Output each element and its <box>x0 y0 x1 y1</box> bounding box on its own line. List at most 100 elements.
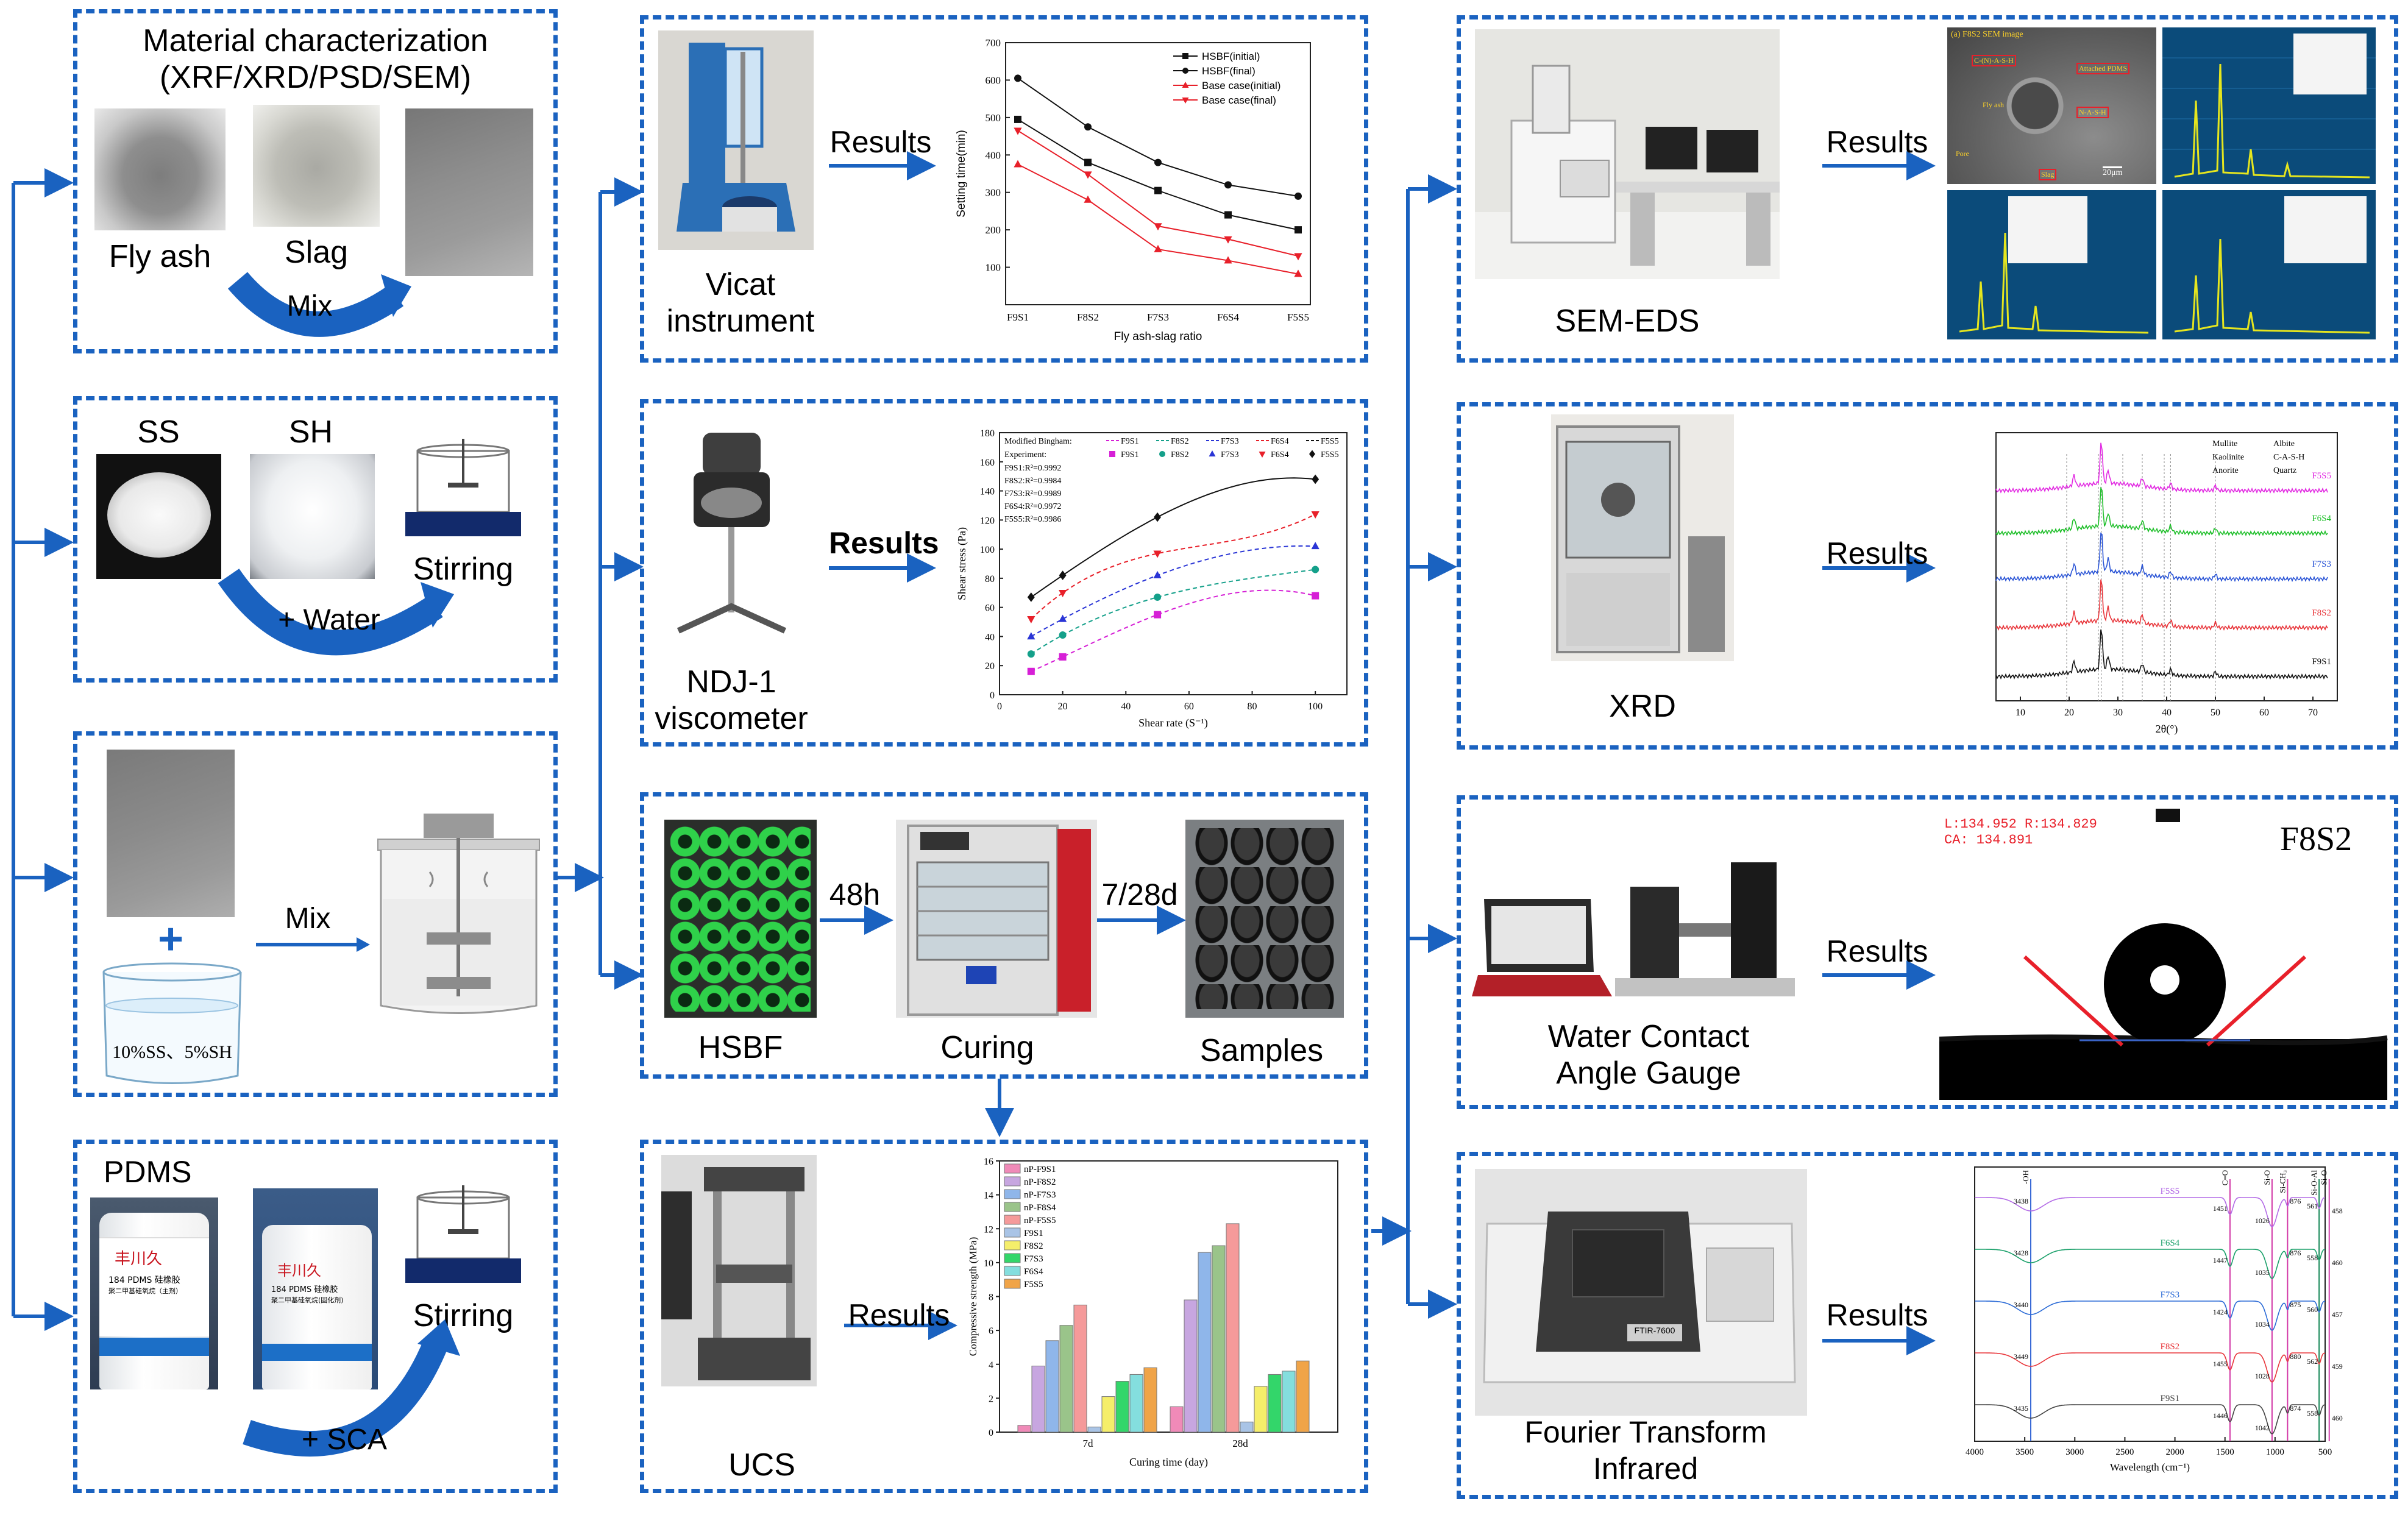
x-tick-label: F9S1 <box>1007 311 1029 323</box>
bar <box>1268 1374 1282 1433</box>
legend-label: F8S2 <box>1024 1241 1043 1251</box>
peak-label: 561 <box>2307 1202 2318 1210</box>
legend-fit-title: Modified Bingham: <box>1004 437 1072 446</box>
sem-results: Results <box>1826 125 1928 159</box>
bar <box>1031 1366 1045 1433</box>
sem-tag-3: Fly ash <box>1983 101 2005 109</box>
fit-curve <box>1031 569 1316 655</box>
x-tick-label: 30 <box>2113 708 2123 718</box>
r2-label: F5S5:R²=0.9986 <box>1004 515 1061 524</box>
ftir-instrument-photo <box>1475 1169 1807 1416</box>
fit-curve <box>1031 513 1316 620</box>
material-subtitle: (XRF/XRD/PSD/SEM) <box>159 60 472 95</box>
data-point <box>1154 244 1162 252</box>
viscometer-label-1: NDJ-1 <box>686 664 776 700</box>
peak-label: 459 <box>2332 1362 2343 1371</box>
contact-label-2: Angle Gauge <box>1556 1056 1741 1091</box>
ftir-device-label: FTIR-7600 <box>1634 1325 1675 1335</box>
y-axis-label: Shear stress (Pa) <box>956 527 968 600</box>
legend-swatch <box>1004 1266 1021 1276</box>
legend-swatch <box>1004 1240 1021 1251</box>
legend-swatch <box>1004 1227 1021 1238</box>
x-tick-label: 500 <box>2318 1447 2332 1457</box>
legend-marker <box>1159 451 1165 457</box>
legend-label: Mullite <box>2212 439 2237 449</box>
ucs-machine-photo <box>661 1155 817 1386</box>
legend-label: F7S3 <box>1024 1254 1043 1264</box>
data-point <box>1154 186 1162 194</box>
xrd-pattern <box>1995 442 2328 494</box>
peak-label: 3449 <box>2014 1352 2028 1361</box>
legend-label: F7S3 <box>1221 437 1239 446</box>
peak-label: 876 <box>2290 1197 2301 1205</box>
xrd-pattern <box>1995 486 2328 537</box>
sem-instrument-photo <box>1475 29 1780 279</box>
series-label: F6S4 <box>2312 514 2331 523</box>
legend-swatch <box>1004 1163 1021 1174</box>
legend-swatch <box>1004 1189 1021 1199</box>
data-point <box>1312 566 1319 573</box>
x-tick-label: F7S3 <box>1147 311 1169 323</box>
legend-swatch <box>1004 1202 1021 1212</box>
peak-label: 1447 <box>2213 1256 2228 1265</box>
pdms-bottle-main-photo: 丰川久 184 PDMS 硅橡胶 聚二甲基硅氧烷（主剂） <box>90 1197 218 1389</box>
viscometer-box <box>640 399 1368 747</box>
peak-label: 460 <box>2332 1414 2343 1422</box>
data-point <box>1027 632 1035 640</box>
band-label: C=O <box>2220 1170 2229 1185</box>
bar <box>1198 1252 1212 1433</box>
legend-marker <box>1109 451 1115 457</box>
sem-image-panel: (a) F8S2 SEM image C-(N)-A-S-H Attached … <box>1947 27 2156 184</box>
data-point <box>1312 474 1319 484</box>
y-tick-label: 700 <box>986 37 1001 49</box>
legend-label: F9S1 <box>1024 1229 1043 1238</box>
x-axis-label: Wavelength (cm⁻¹) <box>2110 1461 2190 1473</box>
r2-label: F7S3:R²=0.9989 <box>1004 489 1061 498</box>
legend-label: F6S4 <box>1271 437 1289 446</box>
data-point <box>1059 570 1067 580</box>
viscometer-photo <box>660 424 800 643</box>
ss-photo <box>96 454 221 579</box>
eds-spectrum-1 <box>2162 27 2376 184</box>
peak-label: 558 <box>2307 1409 2318 1417</box>
curing-label: Curing <box>940 1030 1034 1065</box>
curing-box <box>640 792 1368 1079</box>
data-point <box>1295 226 1302 234</box>
x-tick-label: 3500 <box>2016 1447 2034 1457</box>
peak-label: 3438 <box>2014 1197 2028 1205</box>
x-tick-label: 70 <box>2308 708 2318 718</box>
plot-frame <box>999 432 1348 695</box>
r2-label: F6S4:R²=0.9972 <box>1004 502 1061 511</box>
x-tick-label: 2500 <box>2115 1447 2134 1457</box>
legend-label: F8S2 <box>1171 450 1189 459</box>
contact-angle-gauge-photo <box>1472 862 1795 996</box>
series-line <box>1017 119 1299 231</box>
legend-marker <box>1182 98 1189 104</box>
viscometer-results: Results <box>829 526 939 560</box>
x-tick-label: F5S5 <box>1287 311 1309 323</box>
legend-label: nP-F9S1 <box>1024 1165 1056 1174</box>
contact-readout-1: L:134.952 R:134.829 <box>1944 817 2097 832</box>
y-tick-label: 80 <box>985 574 995 584</box>
y-tick-label: 40 <box>985 632 995 642</box>
data-point <box>1027 650 1035 658</box>
ftir-spectrum <box>1975 1197 2326 1227</box>
fly-ash-label: Fly ash <box>108 239 211 274</box>
fly-ash-photo <box>94 108 226 230</box>
material-characterization-box <box>73 9 558 353</box>
legend-swatch <box>1004 1215 1021 1225</box>
bar <box>1129 1374 1143 1433</box>
vicat-label-1: Vicat <box>705 267 776 302</box>
mix-label-1: Mix <box>286 290 333 322</box>
xrd-pattern <box>1995 532 2328 583</box>
ftir-spectrum <box>1975 1300 2326 1331</box>
peak-label: 1034 <box>2255 1320 2270 1329</box>
stirring-label-1: Stirring <box>413 552 514 587</box>
ss-label: SS <box>137 414 180 450</box>
legend-label: nP-F5S5 <box>1024 1216 1056 1226</box>
x-tick-label: 40 <box>1121 701 1131 712</box>
peak-label: 874 <box>2290 1404 2301 1413</box>
data-point <box>1027 616 1035 623</box>
